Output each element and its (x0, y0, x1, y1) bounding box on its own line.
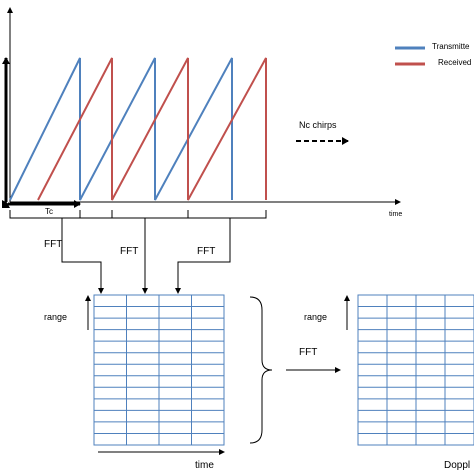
fft-arrow-3 (175, 218, 231, 294)
nc-chirps-label: Nc chirps (299, 120, 337, 130)
fft-label-1: FFT (44, 239, 63, 250)
transmitted-chirps (9, 57, 233, 201)
brace-chirp-3 (187, 210, 267, 219)
fft-label-4: FFT (299, 347, 318, 358)
received-chirp (37, 57, 267, 201)
big-brace (249, 296, 273, 444)
fft-label-3: FFT (197, 246, 216, 257)
doppler-label: Doppl (444, 460, 471, 471)
received-chirps (37, 57, 267, 201)
tc-label: Tc (45, 207, 53, 216)
matrix-right-grid (358, 295, 474, 445)
fft-arrow-1 (61, 218, 104, 294)
matrix-left-grid (94, 295, 224, 445)
range-label-right: range (304, 312, 328, 322)
time-axis-top-label: time (389, 211, 403, 218)
brace-chirp-2 (111, 210, 189, 219)
brace-chirp-1 (9, 210, 113, 219)
range-label-left: range (44, 312, 68, 322)
fft-label-2: FFT (120, 246, 139, 257)
transmitted-chirp (9, 57, 233, 201)
legend-received-label: Received (438, 58, 472, 67)
time-label-bottom: time (195, 460, 214, 471)
legend-transmitted-label: Transmitte (432, 42, 470, 51)
